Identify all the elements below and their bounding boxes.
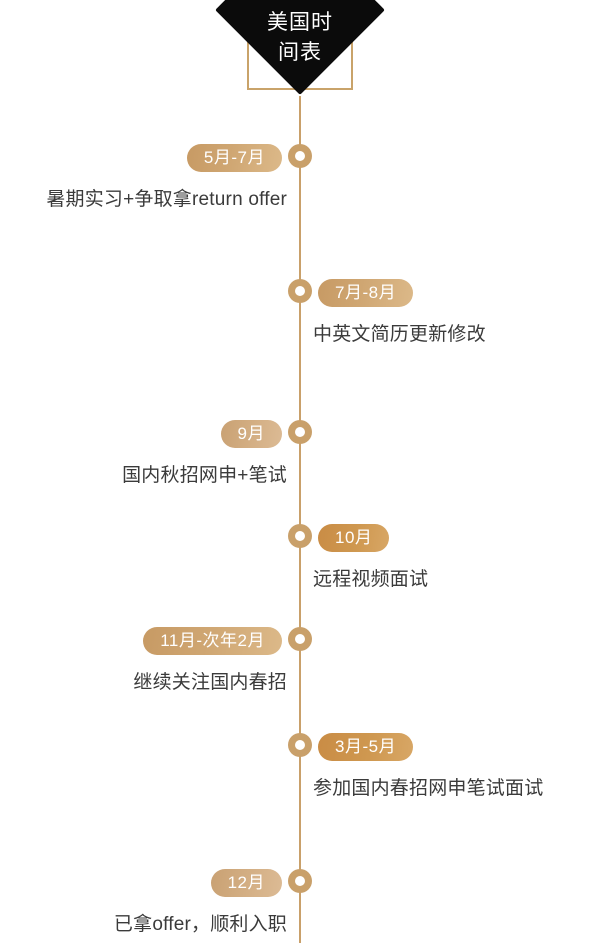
header-banner: 美国时 间表 <box>0 0 600 112</box>
timeline-period-badge: 5月-7月 <box>186 144 282 172</box>
timeline-period-badge: 10月 <box>318 524 390 552</box>
timeline-description: 远程视频面试 <box>313 569 429 590</box>
timeline-period-badge: 9月 <box>220 420 282 448</box>
page-title: 美国时 间表 <box>240 8 360 68</box>
timeline-node-marker-icon <box>288 279 312 303</box>
timeline-period-badge: 7月-8月 <box>318 279 414 307</box>
timeline-period-badge: 11月-次年2月 <box>143 627 282 655</box>
timeline-node-marker-icon <box>288 627 312 651</box>
timeline-description: 中英文简历更新修改 <box>313 324 486 345</box>
timeline-description: 继续关注国内春招 <box>133 672 287 693</box>
timeline-node-marker-icon <box>288 733 312 757</box>
timeline-description: 已拿offer，顺利入职 <box>113 914 287 935</box>
timeline-node-marker-icon <box>288 524 312 548</box>
timeline-description: 参加国内春招网申笔试面试 <box>313 778 544 799</box>
timeline-description: 暑期实习+争取拿return offer <box>46 189 287 210</box>
timeline-description: 国内秋招网申+笔试 <box>122 465 287 486</box>
timeline-period-badge: 3月-5月 <box>318 733 414 761</box>
page-title-line-1: 美国时 <box>267 11 333 34</box>
page-title-line-2: 间表 <box>278 41 322 64</box>
timeline-node-marker-icon <box>288 420 312 444</box>
timeline-spine <box>299 96 301 943</box>
timeline-period-badge: 12月 <box>210 869 282 897</box>
timeline-node-marker-icon <box>288 869 312 893</box>
timeline-node-marker-icon <box>288 144 312 168</box>
